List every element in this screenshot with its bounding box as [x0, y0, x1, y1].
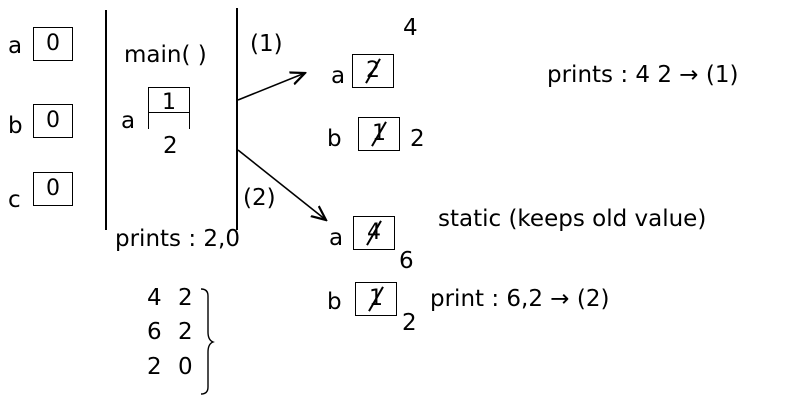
call1-prints: prints : 4 2 → (1) [547, 62, 739, 88]
global-b-label: b [8, 113, 23, 139]
global-a-label: a [8, 33, 23, 59]
global-c-label: c [8, 187, 21, 213]
arrow-to-call-1 [237, 73, 305, 101]
global-b-value: 0 [46, 108, 60, 133]
call1-b-new-value: 2 [410, 126, 425, 152]
output-cell: 2 [178, 319, 193, 345]
call1-b-label: b [327, 126, 342, 152]
output-cell: 4 [147, 285, 162, 311]
call2-prints: print : 6,2 → (2) [430, 286, 610, 312]
global-a-value: 0 [46, 31, 60, 56]
output-cell: 2 [178, 285, 193, 311]
main-a-old-value: 1 [162, 90, 176, 115]
output-cell: 0 [178, 354, 193, 380]
call1-a-new-value: 4 [403, 15, 418, 41]
main-a-box: 1 [148, 87, 190, 129]
global-c-value: 0 [46, 176, 60, 201]
call1-a-label: a [331, 63, 346, 89]
main-a-new-value: 2 [163, 133, 178, 159]
global-b-box: 0 [33, 104, 73, 138]
main-signature: main( ) [124, 42, 207, 68]
main-a-box-bottom [148, 112, 190, 113]
main-a-label: a [121, 108, 136, 134]
arrow-to-call-2 [237, 149, 326, 220]
call2-note: static (keeps old value) [438, 206, 707, 232]
main-divider [236, 8, 238, 230]
call2-b-new-value: 2 [402, 310, 417, 336]
call-2-label: (2) [243, 185, 276, 211]
call-1-label: (1) [250, 31, 283, 57]
call2-b-label: b [327, 289, 342, 315]
global-c-box: 0 [33, 172, 73, 206]
main-prints: prints : 2,0 [115, 226, 240, 252]
globals-divider [105, 10, 107, 230]
global-a-box: 0 [33, 27, 73, 61]
output-cell: 6 [147, 319, 162, 345]
output-cell: 2 [147, 354, 162, 380]
call2-a-new-value: 6 [399, 248, 414, 274]
call2-a-label: a [329, 225, 344, 251]
